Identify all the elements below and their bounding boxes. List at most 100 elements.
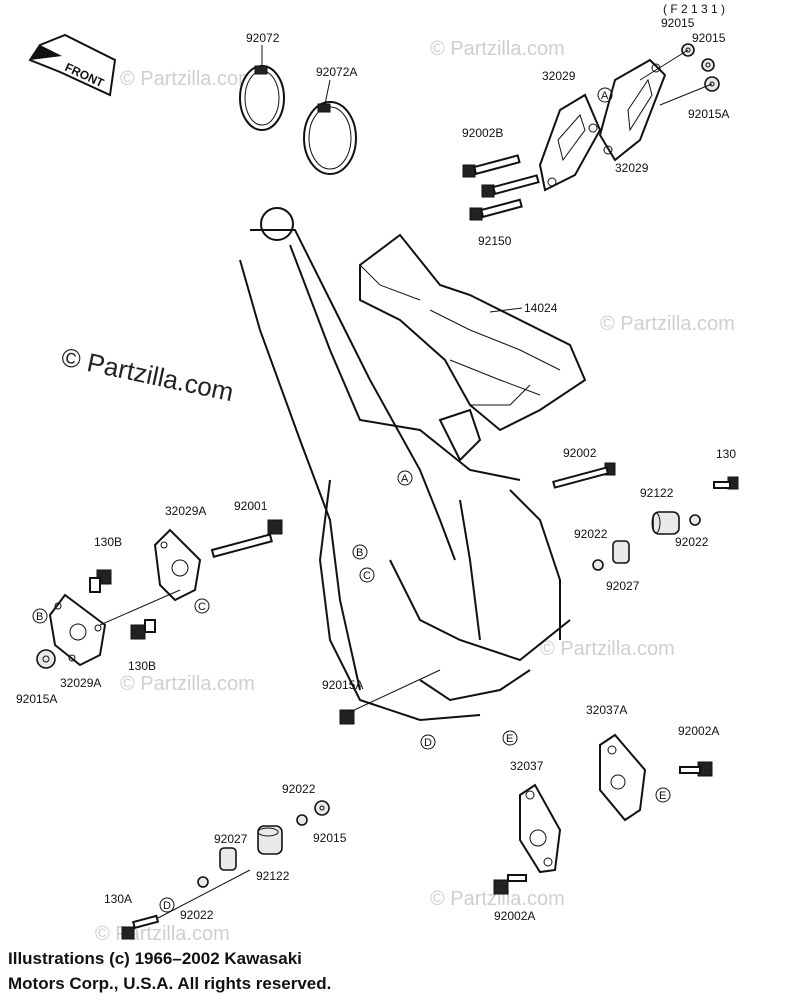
nut-92015A bbox=[36, 649, 56, 669]
label-92015A: 92015A bbox=[688, 107, 729, 121]
label-92027: 92027 bbox=[606, 579, 640, 593]
label-92022: 92022 bbox=[180, 908, 214, 922]
bolt-92002A bbox=[493, 874, 527, 895]
label-130B: 130B bbox=[94, 535, 122, 549]
label-92001: 92001 bbox=[234, 499, 268, 513]
sleeve-92027 bbox=[612, 540, 630, 564]
label-92022: 92022 bbox=[282, 782, 316, 796]
label-130B: 130B bbox=[128, 659, 156, 673]
svg-text:A: A bbox=[601, 90, 609, 102]
nut-92015 bbox=[701, 58, 715, 72]
bracket-32029-lower bbox=[538, 93, 602, 192]
label-92015: 92015 bbox=[661, 16, 695, 30]
label-92022: 92022 bbox=[675, 535, 709, 549]
svg-text:C: C bbox=[198, 601, 206, 613]
sleeve-92027 bbox=[219, 847, 237, 871]
bolt-130B bbox=[89, 569, 112, 593]
diagram-code: ( F 2 1 3 1 ) bbox=[663, 2, 725, 16]
label-92072A: 92072A bbox=[316, 65, 357, 79]
ref-marker-c: C bbox=[359, 567, 375, 583]
watermark: © Partzilla.com bbox=[120, 673, 255, 695]
label-32037: 32037 bbox=[510, 759, 544, 773]
watermark-main: © Partzilla.com bbox=[59, 342, 237, 408]
label-14024: 14024 bbox=[524, 301, 558, 315]
collar-92122 bbox=[651, 511, 680, 535]
label-92122: 92122 bbox=[640, 486, 674, 500]
bolt-92002B bbox=[481, 174, 540, 198]
clamp-92072A bbox=[303, 79, 357, 175]
ref-marker-d: D bbox=[159, 897, 175, 913]
ref-marker-e: E bbox=[655, 787, 671, 803]
label-32029A: 32029A bbox=[165, 504, 206, 518]
bolt-130 bbox=[713, 476, 739, 490]
bolt-92002B bbox=[462, 154, 521, 178]
bolt-130A bbox=[121, 914, 160, 940]
plate-32029A-lower bbox=[48, 593, 107, 667]
label-92015A: 92015A bbox=[16, 692, 57, 706]
nut-92015A bbox=[339, 709, 355, 725]
watermark: © Partzilla.com bbox=[95, 923, 230, 945]
svg-text:D: D bbox=[424, 737, 432, 749]
label-92002: 92002 bbox=[563, 446, 597, 460]
frame bbox=[239, 207, 571, 722]
ref-marker-c: C bbox=[194, 598, 210, 614]
ref-marker-b: B bbox=[32, 608, 48, 624]
svg-text:B: B bbox=[356, 547, 363, 559]
watermark: © Partzilla.com bbox=[120, 68, 255, 90]
ref-marker-a: A bbox=[397, 470, 413, 486]
bolt-92002A bbox=[679, 761, 713, 777]
label-92022: 92022 bbox=[574, 527, 608, 541]
label-32037A: 32037A bbox=[586, 703, 627, 717]
copyright-line: Motors Corp., U.S.A. All rights reserved… bbox=[8, 974, 332, 993]
nut-92015 bbox=[314, 800, 330, 816]
svg-text:C: C bbox=[363, 570, 371, 582]
svg-text:A: A bbox=[401, 473, 409, 485]
guard-14024 bbox=[359, 233, 587, 432]
copyright-notice: Illustrations (c) 1966–2002 Kawasaki Mot… bbox=[8, 946, 428, 996]
label-92122: 92122 bbox=[256, 869, 290, 883]
washer-92022 bbox=[197, 876, 209, 888]
label-130: 130 bbox=[716, 447, 736, 461]
plate-32029A-upper bbox=[153, 528, 202, 602]
ref-marker-b: B bbox=[352, 544, 368, 560]
watermark: © Partzilla.com bbox=[600, 313, 735, 335]
washer-92022 bbox=[689, 514, 701, 526]
watermark: © Partzilla.com bbox=[430, 888, 565, 910]
label-32029: 32029 bbox=[542, 69, 576, 83]
label-92002B: 92002B bbox=[462, 126, 503, 140]
svg-text:B: B bbox=[36, 611, 43, 623]
bolt-130B bbox=[130, 619, 156, 640]
copyright-line: Illustrations (c) 1966–2002 Kawasaki bbox=[8, 949, 302, 968]
svg-text:D: D bbox=[163, 900, 171, 912]
link-32037A bbox=[599, 733, 647, 822]
label-92015: 92015 bbox=[313, 831, 347, 845]
label-92027: 92027 bbox=[214, 832, 248, 846]
bolt-92150 bbox=[469, 198, 523, 221]
clamp-92072 bbox=[239, 45, 285, 131]
link-32037 bbox=[519, 783, 562, 874]
ref-marker-e: E bbox=[502, 730, 518, 746]
watermark: © Partzilla.com bbox=[430, 38, 565, 60]
label-92015: 92015 bbox=[692, 31, 726, 45]
label-32029: 32029 bbox=[615, 161, 649, 175]
label-92015A: 92015A bbox=[322, 678, 363, 692]
front-arrow-icon: FRONT bbox=[28, 33, 117, 97]
label-92002A: 92002A bbox=[494, 909, 535, 923]
watermark: © Partzilla.com bbox=[540, 638, 675, 660]
label-92002A: 92002A bbox=[678, 724, 719, 738]
svg-text:E: E bbox=[506, 733, 513, 745]
ref-marker-d: D bbox=[420, 734, 436, 750]
label-32029A: 32029A bbox=[60, 676, 101, 690]
bolt-92001 bbox=[210, 519, 283, 558]
bolt-92002 bbox=[552, 462, 616, 489]
bracket-32029-upper bbox=[598, 58, 667, 162]
ref-marker-a: A bbox=[597, 87, 613, 103]
collar-92122 bbox=[257, 825, 283, 855]
svg-text:E: E bbox=[659, 790, 666, 802]
label-92072: 92072 bbox=[246, 31, 280, 45]
label-130A: 130A bbox=[104, 892, 132, 906]
label-92150: 92150 bbox=[478, 234, 512, 248]
washer-92022 bbox=[296, 814, 308, 826]
washer-92022 bbox=[592, 559, 604, 571]
